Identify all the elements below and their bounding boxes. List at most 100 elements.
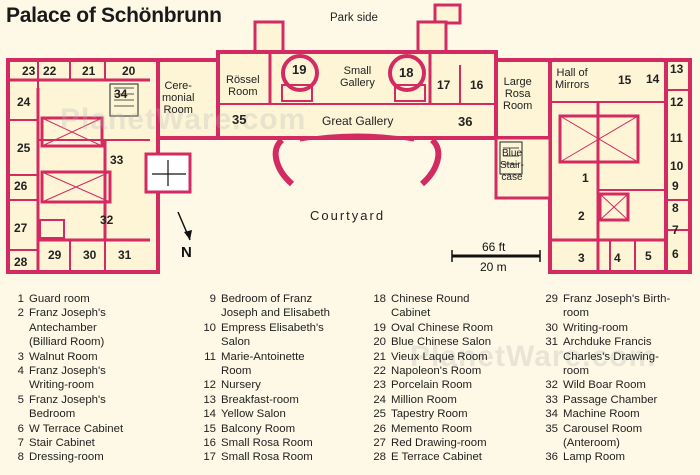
room-number: 1 bbox=[582, 171, 589, 185]
legend-item: room bbox=[534, 364, 670, 378]
legend-item: 33 Passage Chamber bbox=[534, 393, 670, 407]
legend-item: Antechamber bbox=[6, 321, 123, 335]
legend-text: E Terrace Cabinet bbox=[391, 451, 482, 464]
room-number: 18 bbox=[399, 65, 414, 80]
legend-number: 31 bbox=[545, 336, 558, 349]
room-number: 9 bbox=[672, 179, 679, 193]
legend-text: Guard room bbox=[29, 293, 90, 305]
room-number: 5 bbox=[645, 249, 652, 263]
legend-number: 25 bbox=[373, 408, 386, 421]
legend-text: Machine Room bbox=[563, 408, 640, 421]
room-number: 28 bbox=[14, 255, 28, 269]
legend-number: 36 bbox=[545, 451, 558, 464]
room-number: 6 bbox=[672, 247, 679, 261]
room-number: 31 bbox=[118, 248, 132, 262]
legend-text: Red Drawing-room bbox=[391, 437, 487, 450]
legend-number: 30 bbox=[545, 321, 558, 334]
legend-text: Antechamber bbox=[29, 321, 97, 334]
legend-text: Cabinet bbox=[391, 307, 431, 320]
legend-number bbox=[534, 306, 563, 320]
room-number: 35 bbox=[232, 112, 247, 127]
legend-number: 34 bbox=[545, 408, 558, 421]
central-block bbox=[216, 50, 498, 187]
legend-number bbox=[192, 306, 221, 320]
east-wing bbox=[494, 58, 692, 274]
legend-number bbox=[6, 321, 29, 335]
legend-text: Writing-room bbox=[29, 379, 94, 392]
large-rosa-room-label: Large Rosa Room bbox=[503, 76, 533, 112]
scale-bar bbox=[451, 250, 541, 262]
room-number: 3 bbox=[578, 251, 585, 265]
legend-text: Oval Chinese Room bbox=[391, 321, 493, 334]
legend-text: Franz Joseph's bbox=[29, 365, 106, 378]
legend-text: Breakfast-room bbox=[221, 393, 299, 406]
legend-number: 35 bbox=[545, 422, 558, 435]
legend-number: 16 bbox=[203, 437, 216, 450]
legend-number: 10 bbox=[203, 321, 216, 334]
legend-number bbox=[6, 378, 29, 392]
room-number: 33 bbox=[110, 153, 124, 167]
room-number: 14 bbox=[646, 72, 660, 86]
legend-text: Lamp Room bbox=[563, 451, 626, 464]
legend-text: Small Rosa Room bbox=[221, 437, 313, 450]
legend-number: 13 bbox=[203, 393, 216, 406]
legend-text: Passage Chamber bbox=[563, 393, 658, 406]
legend-number: 3 bbox=[17, 350, 24, 363]
legend-text: room bbox=[563, 365, 589, 378]
legend-number bbox=[534, 364, 563, 378]
legend-number: 19 bbox=[373, 321, 386, 334]
legend-text: W Terrace Cabinet bbox=[29, 422, 124, 435]
north-arrow bbox=[177, 211, 192, 241]
legend-number: 29 bbox=[545, 293, 558, 305]
legend-number: 17 bbox=[203, 451, 216, 464]
room-number: 13 bbox=[670, 62, 684, 76]
room-number: 4 bbox=[614, 251, 621, 265]
legend-text: room bbox=[563, 307, 589, 320]
legend-number: 27 bbox=[373, 437, 386, 450]
blue-staircase-label: Blue Stair- case bbox=[500, 148, 524, 183]
scale-ft: 66 ft bbox=[482, 240, 506, 254]
map-title: Palace of Schönbrunn bbox=[6, 4, 222, 27]
room-number: 22 bbox=[43, 64, 57, 78]
room-number: 36 bbox=[458, 114, 473, 129]
legend-number: 6 bbox=[17, 422, 24, 435]
legend-number bbox=[192, 335, 221, 349]
room-number: 17 bbox=[437, 78, 451, 92]
legend-number bbox=[192, 364, 221, 378]
room-number: 27 bbox=[14, 221, 28, 235]
room-number: 30 bbox=[83, 248, 97, 262]
legend-text: Nursery bbox=[221, 379, 261, 392]
legend-number: 15 bbox=[203, 422, 216, 435]
legend-text: Marie-Antoinette bbox=[221, 350, 305, 363]
room-number: 12 bbox=[670, 95, 684, 109]
legend-number: 2 bbox=[17, 307, 24, 320]
legend-number: 1 bbox=[17, 293, 24, 305]
legend-text: Dressing-room bbox=[29, 451, 104, 464]
legend-number: 7 bbox=[17, 437, 24, 450]
park-side-label: Park side bbox=[330, 12, 378, 24]
legend-text: Joseph and Elisabeth bbox=[221, 307, 330, 320]
legend-item: Salon bbox=[192, 335, 330, 349]
legend-item: 16 Small Rosa Room bbox=[192, 436, 330, 450]
legend-item: Room bbox=[192, 364, 330, 378]
ceremonial-room-label: Cere- monial Room bbox=[162, 80, 195, 116]
room-number: 16 bbox=[470, 78, 484, 92]
legend-number: 33 bbox=[545, 393, 558, 406]
room-number: 21 bbox=[82, 64, 96, 78]
legend-text: Charles's Drawing- bbox=[563, 350, 659, 363]
park-side-block bbox=[253, 3, 462, 54]
room-number: 11 bbox=[670, 131, 683, 145]
